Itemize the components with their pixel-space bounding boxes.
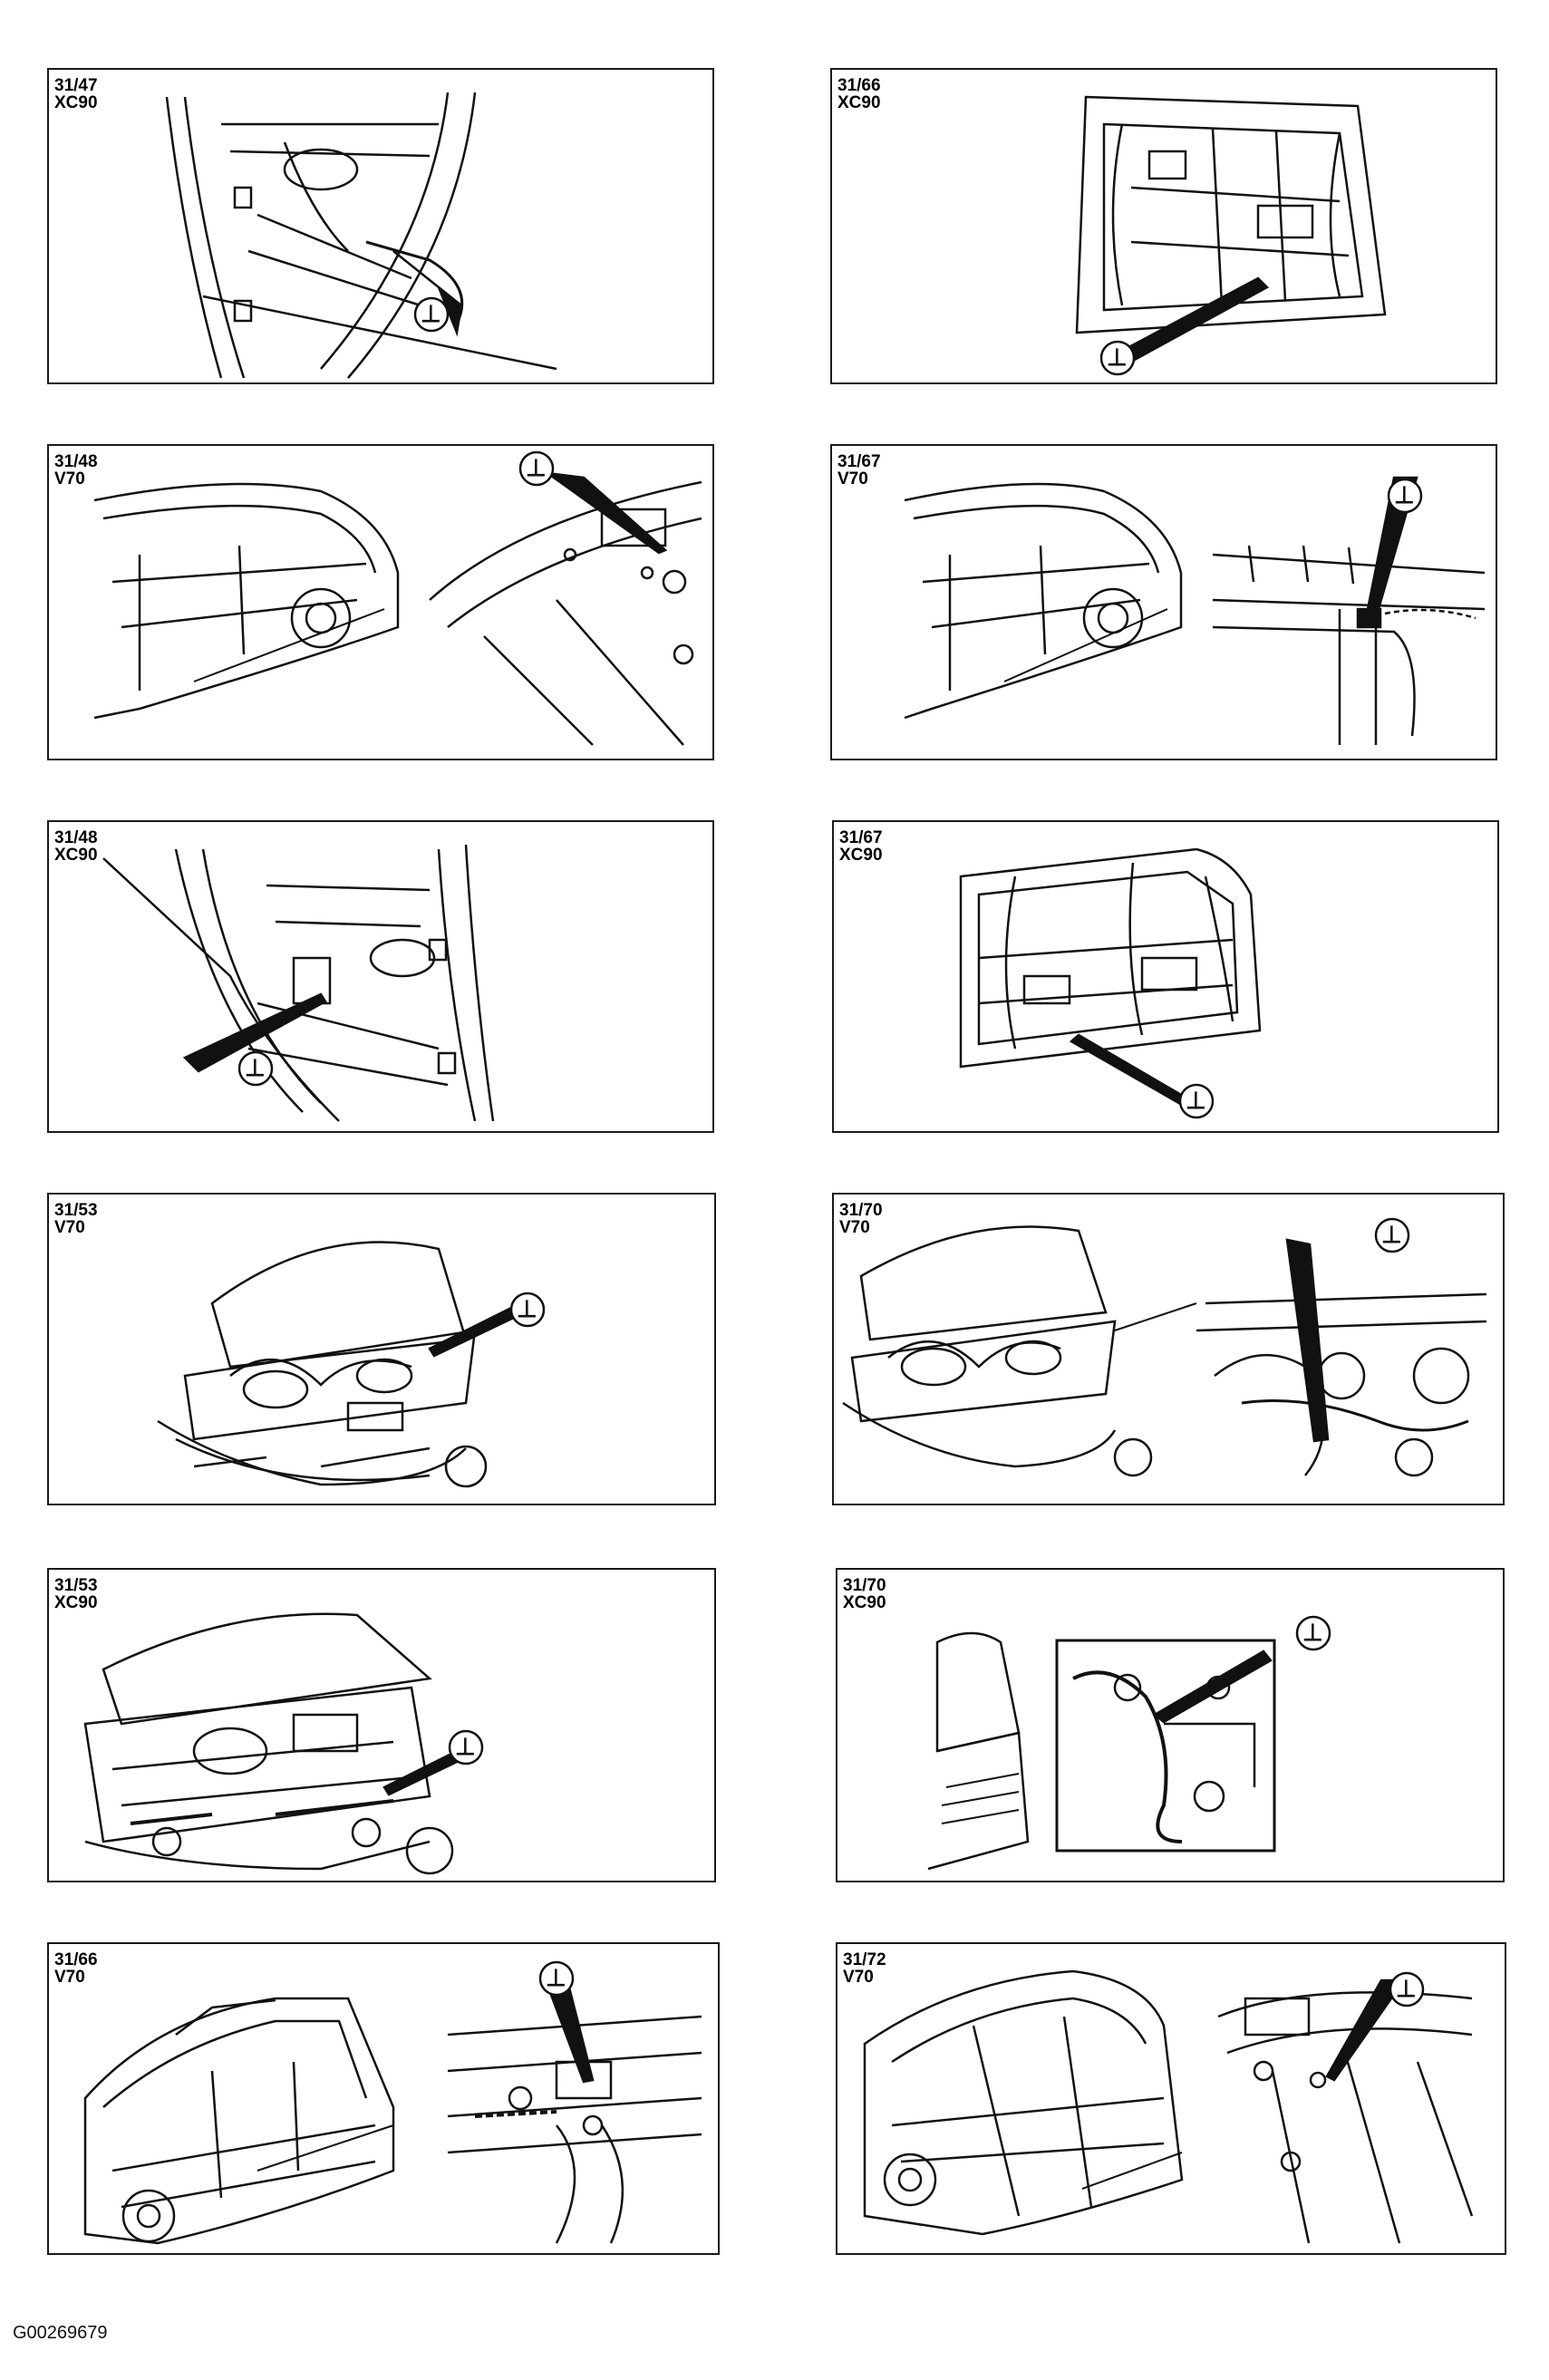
model-name: XC90 — [54, 93, 98, 112]
ground-symbol-icon: ⊥ — [546, 1964, 566, 1991]
location-code: 31/53 — [54, 1576, 98, 1595]
xc90-interior-pillar-drawing — [102, 844, 495, 1122]
location-code: 31/67 — [839, 828, 883, 847]
model-name: V70 — [837, 469, 868, 489]
xc90-front-and-ground-detail-drawing — [927, 1631, 1276, 1871]
model-name: XC90 — [843, 1593, 886, 1612]
v70-sedan-and-floor-drawing — [863, 1969, 1474, 2244]
v70-side-and-floor-drawing — [93, 471, 702, 746]
ground-symbol-icon: ⊥ — [455, 1733, 476, 1760]
location-code: 31/66 — [54, 1950, 98, 1969]
location-code: 31/67 — [837, 452, 881, 471]
location-code: 31/66 — [837, 76, 881, 95]
model-name: XC90 — [839, 846, 883, 865]
location-code: 31/70 — [843, 1576, 886, 1595]
v70-engine-bay-drawing — [157, 1241, 527, 1488]
model-name: XC90 — [837, 93, 881, 112]
interior-b-pillar-drawing — [165, 92, 557, 379]
location-code: 31/53 — [54, 1201, 98, 1220]
v70-side-and-cargo-floor-drawing — [904, 476, 1486, 745]
ground-symbol-icon: ⊥ — [1396, 1975, 1417, 2002]
model-name: V70 — [839, 1218, 870, 1237]
location-code: 31/48 — [54, 828, 98, 847]
ground-symbol-icon: ⊥ — [1107, 343, 1128, 371]
model-name: XC90 — [54, 846, 98, 865]
xc90-cabin-structure-drawing — [959, 847, 1262, 1107]
model-name: V70 — [54, 1968, 85, 1987]
ground-symbol-icon: ⊥ — [245, 1054, 266, 1081]
location-code: 31/48 — [54, 452, 98, 471]
model-name: V70 — [54, 1218, 85, 1237]
location-code: 31/47 — [54, 76, 98, 95]
vehicle-cabin-structure-drawing — [1075, 95, 1387, 363]
model-name: V70 — [843, 1968, 874, 1987]
ground-symbol-icon: ⊥ — [526, 454, 547, 481]
ground-symbol-icon: ⊥ — [421, 300, 441, 327]
v70-wagon-and-floor-drawing — [83, 1978, 702, 2245]
xc90-engine-bay-drawing — [83, 1612, 481, 1875]
ground-symbol-icon: ⊥ — [1381, 1221, 1402, 1248]
ground-symbol-icon: ⊥ — [1394, 481, 1415, 508]
location-code: 31/72 — [843, 1950, 886, 1969]
v70-engine-bay-detail-drawing — [842, 1225, 1487, 1477]
ground-symbol-icon: ⊥ — [1302, 1619, 1323, 1646]
ground-symbol-icon: ⊥ — [1186, 1087, 1206, 1114]
location-code: 31/70 — [839, 1201, 883, 1220]
figure-id: G00269679 — [13, 2323, 108, 2343]
model-name: V70 — [54, 469, 85, 489]
model-name: XC90 — [54, 1593, 98, 1612]
ground-symbol-icon: ⊥ — [517, 1295, 537, 1322]
